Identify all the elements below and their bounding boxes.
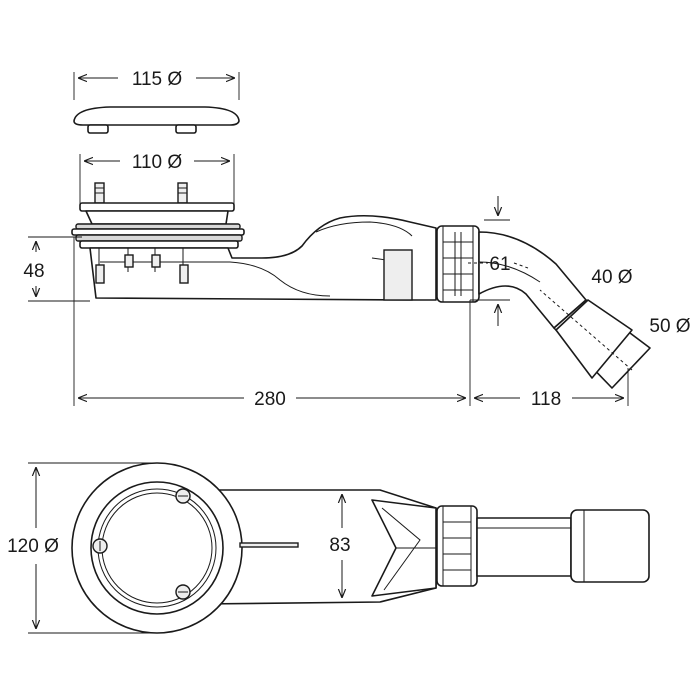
height-label: 48 (23, 261, 44, 282)
length-dimensions: 280 118 (73, 237, 629, 410)
cover-diameter-dimension: 115 Ø (73, 69, 240, 100)
waste-cover-plate (73, 106, 240, 134)
outlet-height-dimension: 61 (468, 196, 529, 326)
flange-diameter-dimension: 110 Ø (79, 152, 235, 210)
trap-plan-view (71, 462, 650, 634)
top-diameter-dimension: 120 Ø (2, 462, 157, 634)
length-outlet-label: 118 (531, 389, 561, 410)
flange-diameter-label: 110 Ø (132, 152, 183, 173)
length-body-label: 280 (254, 389, 286, 410)
pipe-40-label: 40 Ø (591, 267, 632, 288)
top-diameter-label: 120 Ø (7, 536, 59, 557)
body-width-label: 83 (329, 535, 350, 556)
body-width-dimension: 83 (329, 494, 351, 598)
pipe-50-label: 50 Ø (649, 316, 690, 337)
height-dimension: 48 (23, 236, 90, 302)
outlet-height-label: 61 (489, 254, 510, 275)
cover-diameter-label: 115 Ø (132, 69, 183, 90)
trap-side-view (71, 182, 651, 389)
